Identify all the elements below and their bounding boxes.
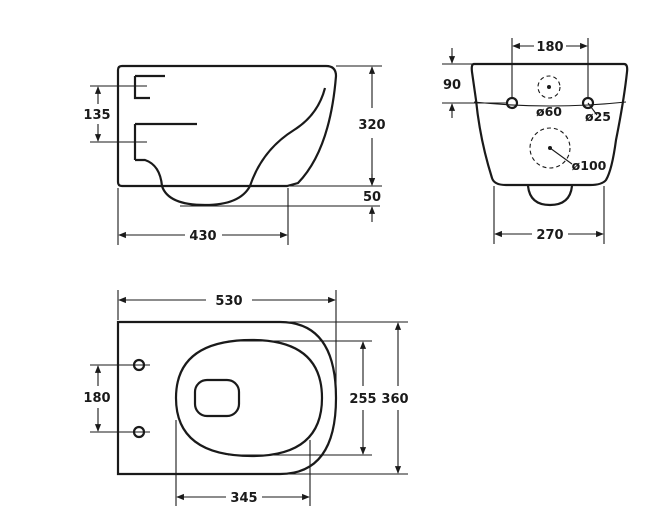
rear-view-d100-leader [549, 147, 573, 165]
side-view-outline [116, 64, 338, 188]
dim-430-label: 430 [189, 229, 216, 244]
rear-view-outline [470, 62, 629, 187]
rear-view-d100-circle [529, 127, 571, 169]
side-view: 135 320 50 430 [83, 64, 386, 245]
side-view-bowl-curve [160, 87, 327, 207]
rear-view-d60-center [547, 85, 551, 89]
dim-135-label: 135 [83, 108, 110, 123]
rear-view-outlet [526, 185, 574, 207]
rear-view-d60-circle [537, 75, 561, 99]
rear-view: ø60 ø25 ø100 180 90 270 [442, 38, 629, 244]
dim-270-label: 270 [536, 228, 563, 243]
dim-345-label: 345 [230, 491, 257, 506]
side-view-inlet-upper [133, 74, 165, 100]
rear-view-d60-label: ø60 [536, 104, 562, 119]
side-view-inner-trap [135, 158, 164, 187]
rear-view-d100-label: ø100 [572, 158, 607, 173]
rear-view-d25-label: ø25 [585, 109, 611, 124]
dim-top-180-label: 180 [83, 391, 110, 406]
rear-view-d25-leader [587, 102, 598, 116]
top-view-outline [116, 320, 338, 476]
dim-90-label: 90 [443, 78, 461, 93]
dim-320-label: 320 [358, 118, 385, 133]
dim-530-label: 530 [215, 294, 242, 309]
top-view-drain-outline [193, 378, 241, 418]
dim-50-label: 50 [363, 190, 381, 205]
dim-rear-180-label: 180 [536, 40, 563, 55]
rear-view-waist-line [473, 101, 627, 107]
top-view: 530 180 255 360 345 [83, 290, 409, 506]
dim-255-label: 255 [349, 392, 376, 407]
top-view-bowl-rim [174, 338, 324, 458]
rear-view-hole-left [505, 96, 519, 110]
dim-360-label: 360 [381, 392, 408, 407]
